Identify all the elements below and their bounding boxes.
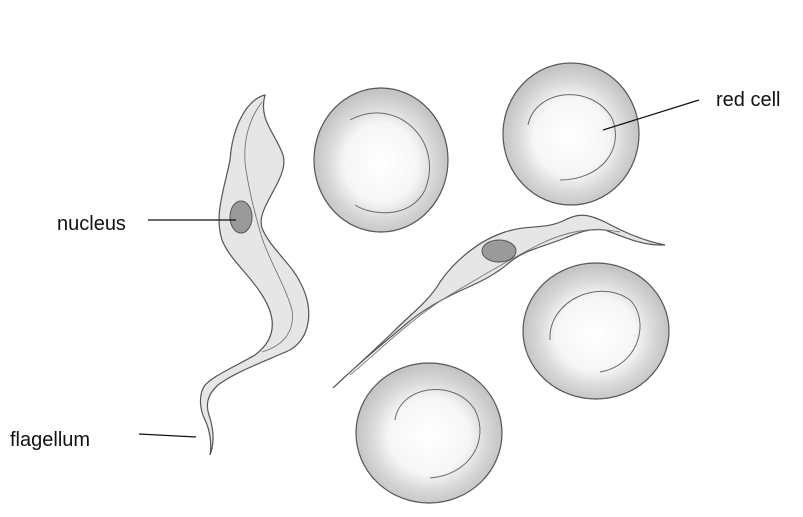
red-cell-bottom bbox=[356, 363, 502, 503]
red-cell-top-right bbox=[503, 63, 639, 205]
red-cell-top-left bbox=[314, 88, 448, 232]
label-nucleus: nucleus bbox=[57, 214, 126, 234]
red-cell-bottom-right bbox=[523, 263, 669, 399]
label-flagellum: flagellum bbox=[10, 430, 90, 450]
trypanosome-left bbox=[200, 95, 308, 455]
nucleus-left bbox=[230, 201, 252, 233]
label-red-cell: red cell bbox=[716, 90, 780, 110]
leader-line-flagellum bbox=[139, 434, 196, 437]
nucleus-right bbox=[482, 240, 516, 262]
